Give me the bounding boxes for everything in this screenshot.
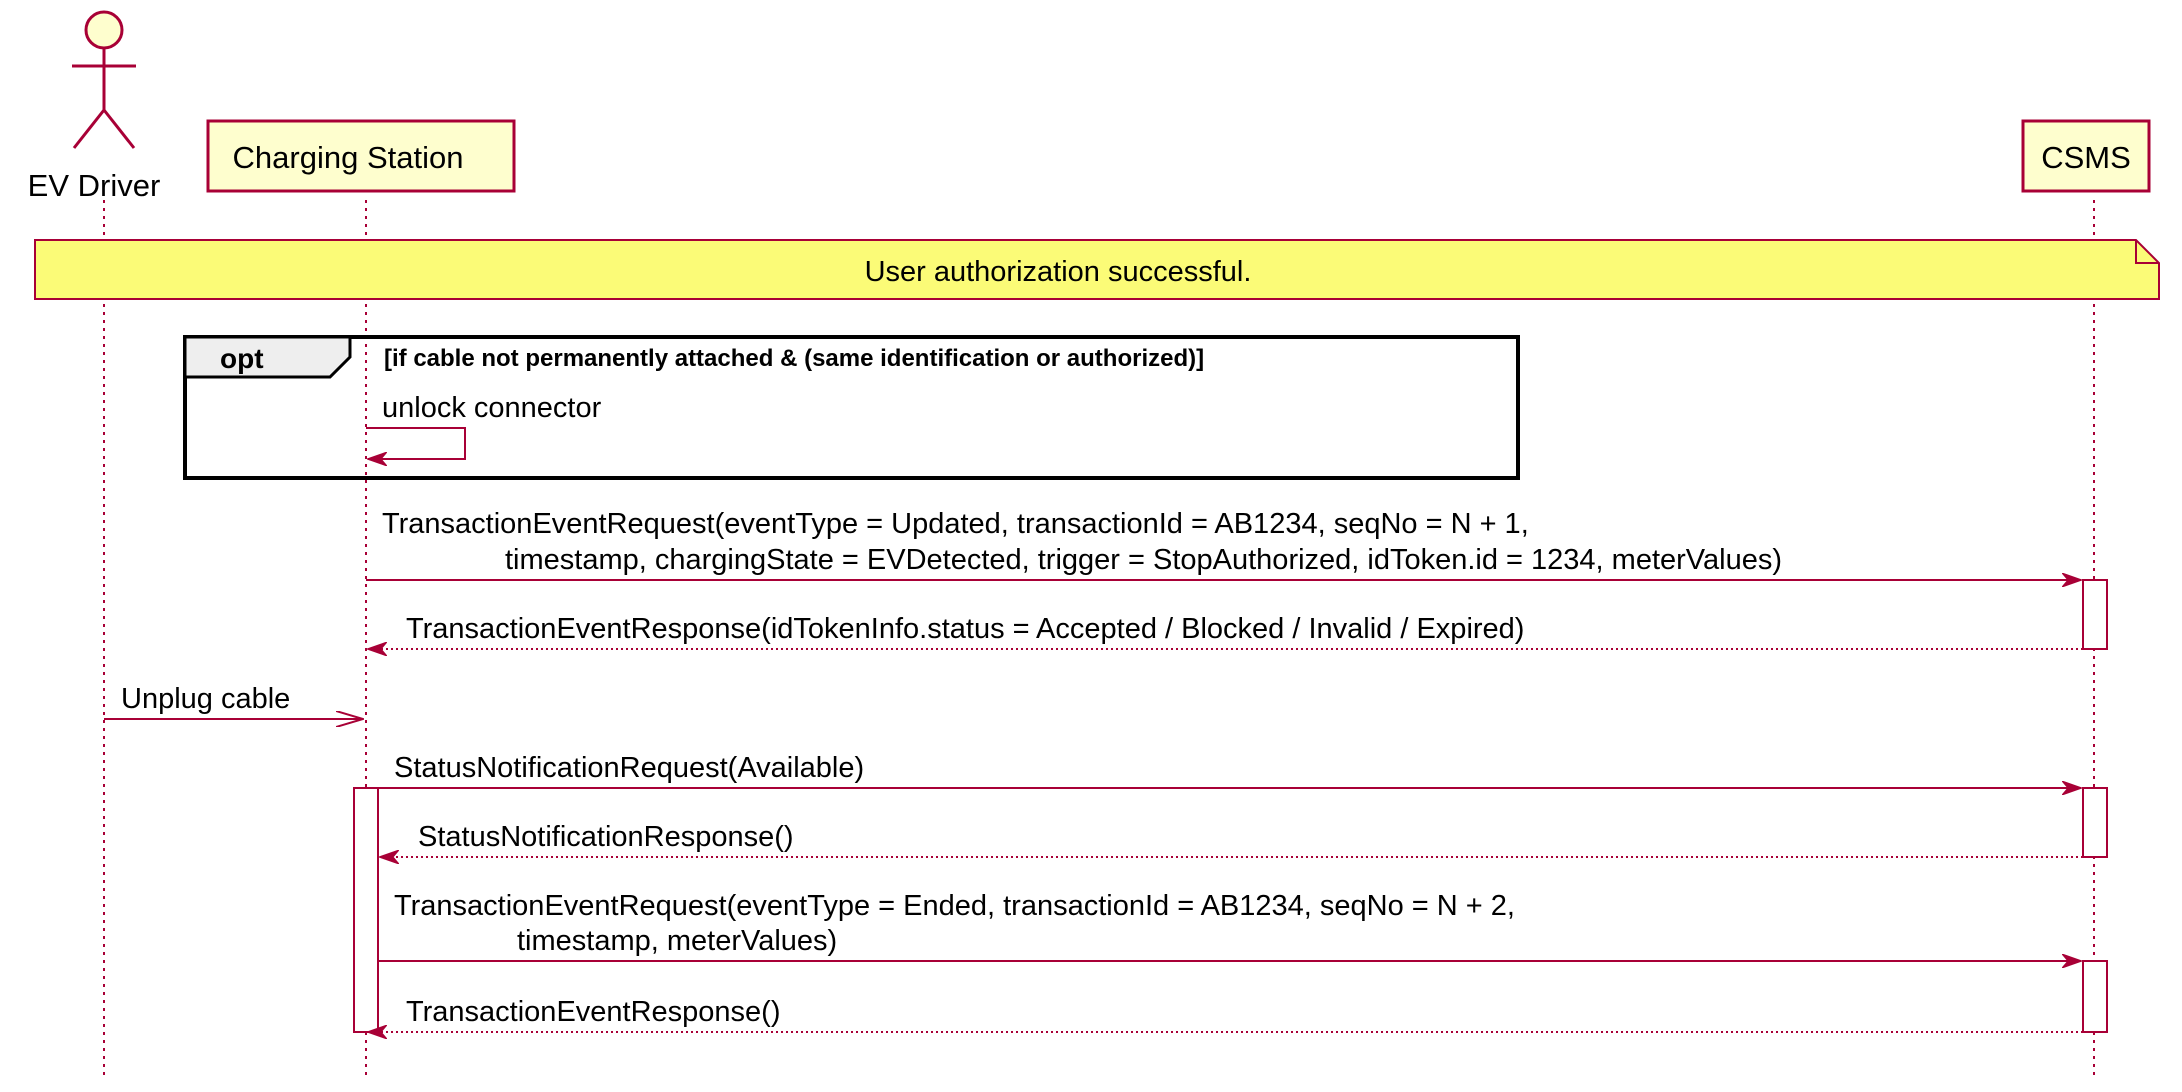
charging-station-box: [206, 119, 516, 193]
message-label: Unplug cable: [121, 683, 290, 715]
message-label: TransactionEventResponse(idTokenInfo.sta…: [406, 613, 1524, 645]
opt-fragment-condition: [if cable not permanently attached & (sa…: [384, 345, 1204, 372]
note: [34, 239, 2160, 300]
message-label: timestamp, meterValues): [517, 925, 837, 957]
message-label: TransactionEventResponse(): [406, 996, 781, 1028]
ev-driver-label: EV Driver: [28, 168, 161, 203]
csms-activation-bar: [2082, 787, 2108, 858]
ev-driver-actor-icon: [72, 10, 136, 149]
message-label: TransactionEventRequest(eventType = Upda…: [382, 508, 1529, 540]
message-label: StatusNotificationResponse(): [418, 821, 794, 853]
csms-activation-bar: [2082, 579, 2108, 650]
csms-activation-bar: [2082, 960, 2108, 1033]
self-message-arrow: [366, 427, 466, 459]
self-message-label: unlock connector: [382, 392, 602, 424]
charging-station-activation-bar: [353, 787, 379, 1033]
message-label: StatusNotificationRequest(Available): [394, 752, 864, 784]
opt-fragment: [183, 335, 1520, 480]
csms-label: CSMS: [2041, 140, 2131, 175]
csms-box: [2021, 119, 2151, 193]
message-label: TransactionEventRequest(eventType = Ende…: [394, 890, 1515, 922]
opt-fragment-tab: [183, 335, 352, 379]
message-label: timestamp, chargingState = EVDetected, t…: [505, 544, 1782, 576]
note-text: User authorization successful.: [865, 256, 1252, 288]
opt-fragment-label: opt: [220, 343, 264, 374]
charging-station-label: Charging Station: [233, 140, 464, 175]
